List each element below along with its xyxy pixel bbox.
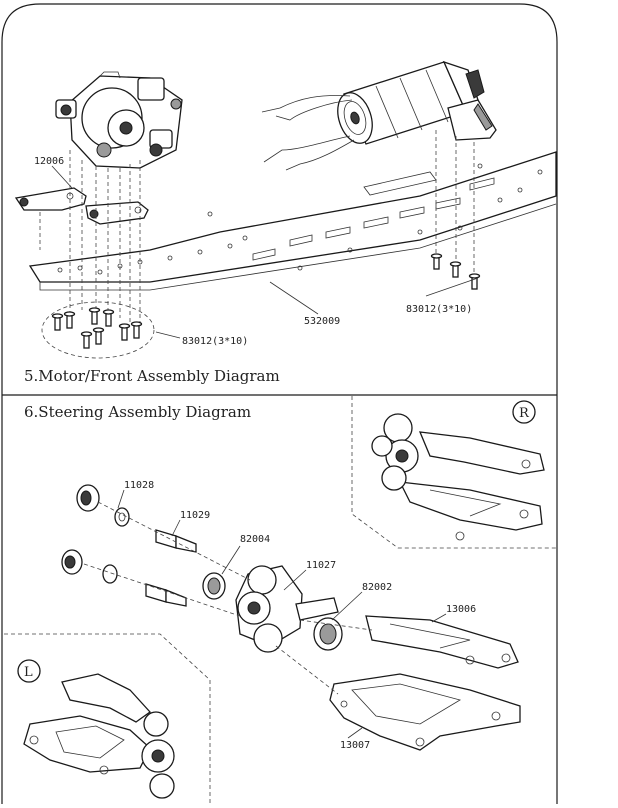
leaders-steering: [117, 489, 447, 739]
label-83012-left: 83012(3*10): [182, 336, 248, 347]
label-12006: 12006: [34, 156, 64, 167]
assembly-guides-steering: [83, 501, 373, 695]
label-11028: 11028: [124, 480, 154, 491]
page-frame: [1, 3, 558, 804]
screw-group-left: [41, 301, 155, 359]
assembly-guides-motor: [39, 130, 475, 322]
badge-right: R: [519, 406, 530, 421]
label-82004: 82004: [240, 534, 270, 545]
motor-front-section: 12006 83012(3*10) 532009 83012(3*10) 5.M…: [14, 60, 557, 385]
label-82002: 82002: [362, 582, 392, 593]
section-title-motor: 5.Motor/Front Assembly Diagram: [24, 367, 280, 385]
steering-parts: [61, 484, 521, 751]
label-532009: 532009: [304, 316, 340, 327]
chassis-plate: [28, 151, 557, 291]
screw-group-right: [425, 253, 481, 297]
right-side-inset: R: [351, 396, 556, 549]
label-11029: 11029: [180, 510, 210, 521]
label-13006: 13006: [446, 604, 476, 615]
left-side-inset: L: [4, 633, 211, 804]
motor: [261, 60, 497, 171]
steering-section: 6.Steering Assembly Diagram R L: [4, 396, 556, 804]
label-83012-right: 83012(3*10): [406, 304, 472, 315]
label-13007: 13007: [340, 740, 370, 751]
section-title-steering: 6.Steering Assembly Diagram: [24, 403, 251, 421]
front-gearbox: [55, 71, 183, 169]
bumper-mounts-12006: [14, 187, 149, 225]
badge-left: L: [24, 665, 33, 680]
label-11027: 11027: [306, 560, 336, 571]
